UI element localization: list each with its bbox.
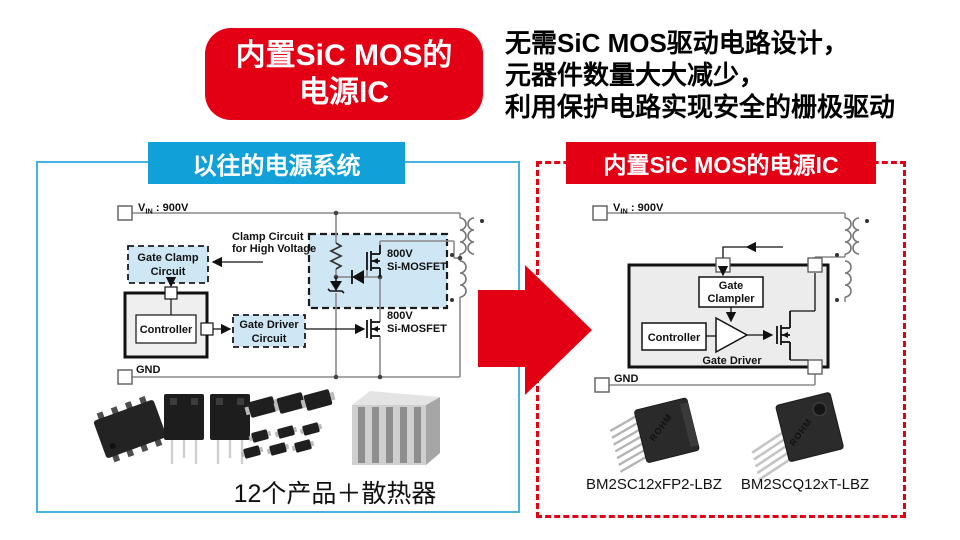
vin-label: VIN : 900V	[138, 202, 189, 216]
controller-label: Controller	[648, 332, 701, 344]
wires	[607, 212, 846, 386]
feedback-arrow	[722, 241, 783, 258]
resistor-symbol	[329, 242, 343, 270]
mosfet-symbol-upper	[366, 245, 381, 277]
sic-panel-title: 内置SiC MOS的电源IC	[566, 142, 876, 184]
title-badge: 内置SiC MOS的 电源IC	[205, 28, 483, 120]
headline-line2: 元器件数量大大减少，	[505, 60, 766, 90]
product-name-1: BM2SC12xFP2-LBZ	[586, 476, 722, 493]
ic-source-terminal	[807, 359, 823, 375]
vin-terminal	[117, 205, 133, 221]
mosfet-upper-label1: 800V	[387, 248, 413, 260]
diode-cluster	[240, 389, 336, 459]
mosfet-lower-label1: 800V	[387, 310, 413, 322]
gate-clamper-label1: Gate	[719, 280, 743, 292]
mosfet-symbol-lower	[366, 319, 380, 339]
gnd-terminal	[117, 369, 133, 385]
gnd-label: GND	[136, 364, 161, 376]
gate-clamper-label2: Clampler	[707, 293, 755, 305]
controller-box	[135, 314, 197, 344]
gate-driver-label1: Gate Driver	[239, 319, 299, 331]
ic-drain-terminal	[807, 257, 823, 273]
badge-line1: 内置SiC MOS的	[235, 39, 453, 72]
signal-arrows	[165, 256, 366, 335]
controller-label: Controller	[140, 324, 193, 336]
high-voltage-clamp-box	[307, 232, 449, 310]
headline-line1: 无需SiC MOS驱动电路设计，	[505, 28, 849, 58]
gate-clamp-label2: Circuit	[151, 266, 186, 278]
product-package-to263: ROHM	[609, 397, 700, 473]
transformer-icon	[459, 217, 475, 298]
gate-clamp-label1: Gate Clamp	[137, 252, 198, 264]
gate-clamp-box	[127, 245, 209, 284]
legacy-caption: 12个产品＋散热器	[233, 480, 437, 508]
mosfet-lower-label2: Si-MOSFET	[387, 323, 447, 335]
gnd-terminal	[594, 377, 610, 393]
transformer-dots	[835, 219, 869, 302]
heatsink-illustration	[352, 391, 440, 465]
controller-box	[641, 322, 707, 351]
sic-circuit-diagram: VIN : 900V GND Gate Clampler Controller …	[586, 202, 869, 493]
gate-driver-triangle	[715, 316, 749, 354]
clamp-note-line2: for High Voltage	[232, 243, 316, 255]
vin-terminal	[592, 205, 608, 221]
transition-arrow	[478, 265, 592, 395]
mosfet-upper-label2: Si-MOSFET	[387, 261, 447, 273]
product-name-2: BM2SCQ12xT-LBZ	[741, 476, 869, 493]
vin-label: VIN : 900V	[613, 202, 664, 216]
ic-top-terminal	[715, 257, 731, 273]
clamp-note-line1: Clamp Circuit	[232, 231, 304, 243]
headline-line3: 利用保护电路实现安全的栅极驱动	[505, 92, 896, 122]
wires	[132, 212, 461, 378]
transformer-dots	[450, 219, 484, 302]
sic-mosfet-symbol	[776, 311, 791, 360]
product-package-to220: ROHM	[751, 392, 844, 481]
badge-line2: 电源IC	[299, 76, 389, 109]
transformer-icon	[844, 217, 860, 298]
to247-package-2	[210, 394, 250, 464]
headline: 无需SiC MOS驱动电路设计， 元器件数量大大减少， 利用保护电路实现安全的栅…	[505, 27, 957, 123]
legacy-circuit-diagram: VIN : 900V GND Clamp Circuit for High Vo…	[93, 202, 484, 465]
legacy-panel-title: 以往的电源系统	[148, 142, 405, 184]
zener-diode-symbol	[327, 277, 345, 294]
gnd-label: GND	[614, 373, 639, 385]
gate-driver-box	[232, 314, 306, 348]
to247-package-1	[164, 394, 204, 464]
controller-top-terminal	[164, 286, 178, 300]
controller-right-terminal	[200, 322, 214, 336]
sop8-package	[93, 396, 167, 463]
ic-internal-wires	[706, 273, 816, 361]
diode-symbol	[351, 270, 364, 284]
gate-driver-label2: Circuit	[252, 333, 287, 345]
gate-driver-label: Gate Driver	[702, 355, 762, 367]
